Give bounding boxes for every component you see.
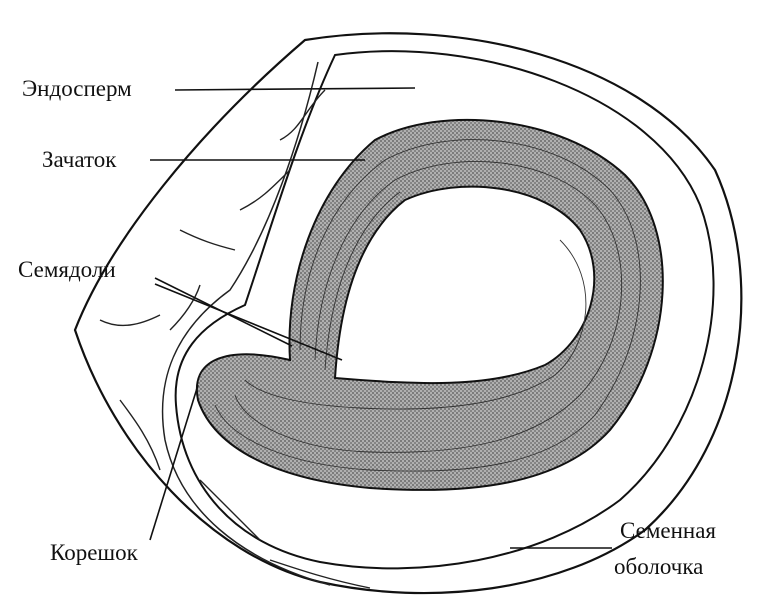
endosperm-boundary — [174, 50, 715, 570]
embryo-striations — [214, 139, 641, 472]
seed-coat-outline — [73, 32, 743, 595]
label-seed-coat-line1: Семенная — [620, 518, 716, 543]
embryo — [195, 118, 664, 491]
label-embryo: Зачаток — [42, 147, 117, 172]
label-endosperm: Эндосперм — [22, 76, 132, 101]
label-cotyledons: Семядоли — [18, 257, 116, 282]
label-leader-lines — [149, 87, 612, 549]
label-seed-coat-line2: оболочка — [614, 554, 704, 579]
seed-coat-inner-left — [161, 61, 331, 586]
label-radicle: Корешок — [50, 540, 138, 565]
seed-coat-wrinkles — [99, 89, 371, 589]
